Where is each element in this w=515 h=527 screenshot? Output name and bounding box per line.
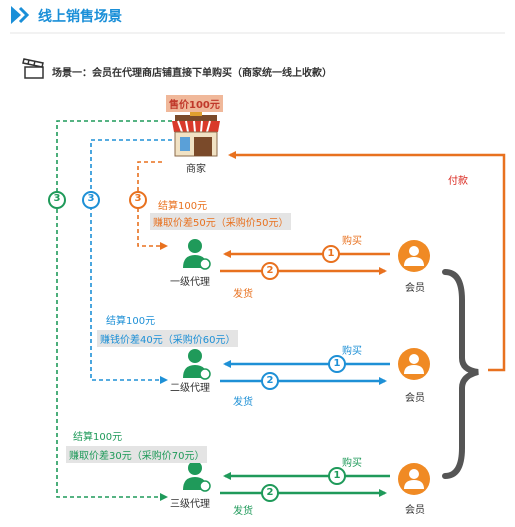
member-bracket bbox=[442, 269, 479, 479]
margin-label-tier2: 赚钱价差40元（采购价60元） bbox=[97, 330, 239, 347]
margin-label-tier1: 赚取价差50元（采购价50元） bbox=[150, 213, 292, 230]
member-icon-tier1 bbox=[398, 240, 430, 272]
payment-arrow bbox=[228, 151, 506, 372]
title-chevron-icon bbox=[11, 6, 30, 24]
ship-label-tier1: 发货 bbox=[233, 289, 253, 300]
agent-icon-tier3 bbox=[183, 461, 211, 492]
settle-line-tier3 bbox=[56, 120, 172, 501]
step-1-circle-tier2 bbox=[328, 355, 346, 373]
step-3-circle-tier3 bbox=[48, 191, 66, 209]
agent-icon-tier2 bbox=[183, 349, 211, 380]
agent-label-tier3: 三级代理 bbox=[170, 499, 210, 510]
step-2-num-tier2: 2 bbox=[266, 375, 274, 386]
settle-label-tier2: 结算100元 bbox=[106, 316, 156, 327]
buy-label-tier1: 购买 bbox=[342, 236, 362, 247]
step-1-num-tier1: 1 bbox=[327, 248, 335, 259]
step-1-circle-tier3 bbox=[328, 467, 346, 485]
step-2-circle-tier1 bbox=[261, 262, 279, 280]
agent-icon-tier1 bbox=[183, 239, 211, 270]
buy-label-tier3: 购买 bbox=[342, 458, 362, 469]
step-2-num-tier1: 2 bbox=[266, 265, 274, 276]
merchant-label: 商家 bbox=[186, 164, 206, 175]
payment-label: 付款 bbox=[448, 176, 468, 187]
step-2-circle-tier3 bbox=[261, 484, 279, 502]
ship-label-tier2: 发货 bbox=[233, 397, 253, 408]
scene-label: 场景一：会员在代理商店铺直接下单购买（商家统一线上收款） bbox=[52, 68, 332, 79]
agent-label-tier1: 一级代理 bbox=[170, 277, 210, 288]
agent-label-tier2: 二级代理 bbox=[170, 383, 210, 394]
settle-label-tier1: 结算100元 bbox=[158, 201, 208, 212]
step-3-num-tier3: 3 bbox=[53, 193, 61, 204]
clapperboard-icon bbox=[22, 58, 44, 79]
member-label-tier3: 会员 bbox=[405, 505, 425, 516]
settle-line-tier2 bbox=[90, 139, 172, 384]
page-title: 线上销售场景 bbox=[38, 9, 122, 25]
step-3-num-tier1: 3 bbox=[134, 193, 142, 204]
shop-icon bbox=[172, 111, 220, 157]
step-3-circle-tier2 bbox=[82, 191, 100, 209]
member-label-tier2: 会员 bbox=[405, 393, 425, 404]
member-icon-tier2 bbox=[398, 348, 430, 380]
member-label-tier1: 会员 bbox=[405, 283, 425, 294]
settle-label-tier3: 结算100元 bbox=[73, 432, 123, 443]
step-3-circle-tier1 bbox=[129, 191, 147, 209]
step-1-num-tier2: 1 bbox=[333, 358, 341, 369]
step-3-num-tier2: 3 bbox=[87, 193, 95, 204]
step-1-num-tier3: 1 bbox=[333, 470, 341, 481]
step-2-num-tier3: 2 bbox=[266, 487, 274, 498]
member-icon-tier3 bbox=[398, 463, 430, 495]
buy-label-tier2: 购买 bbox=[342, 346, 362, 357]
step-1-circle-tier1 bbox=[322, 245, 340, 263]
step-2-circle-tier2 bbox=[261, 372, 279, 390]
margin-label-tier3: 赚取价差30元（采购价70元） bbox=[66, 446, 208, 463]
ship-label-tier3: 发货 bbox=[233, 506, 253, 517]
price-tag: 售价100元 bbox=[166, 95, 223, 112]
